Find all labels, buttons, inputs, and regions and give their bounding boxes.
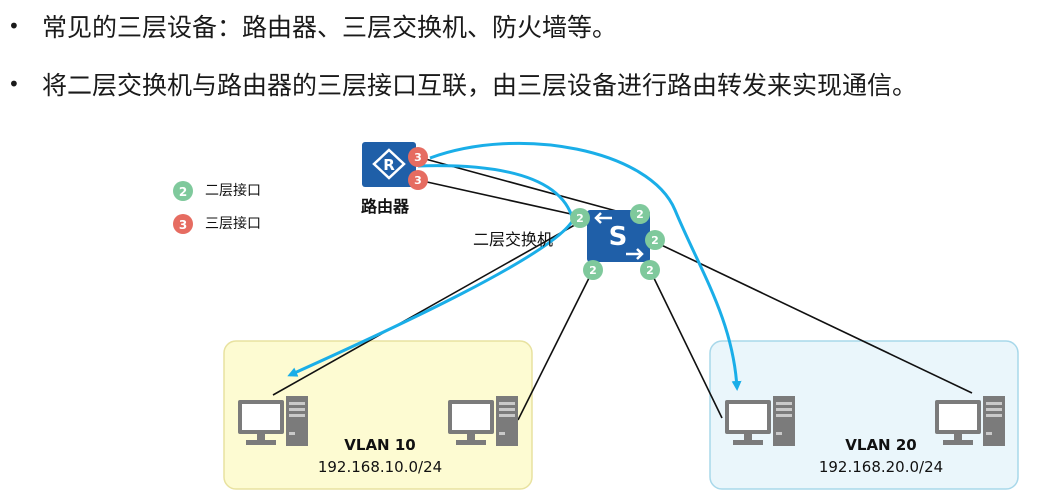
switch-letter: S <box>609 222 628 252</box>
vlan10-area <box>223 340 533 490</box>
switch-port-l2: 2 <box>570 208 590 228</box>
switch-label: 二层交换机 <box>473 230 553 249</box>
router-port-l3: 3 <box>408 147 428 167</box>
traffic-arrow-vlan10 <box>287 164 575 377</box>
switch-port-l2: 2 <box>645 230 665 250</box>
legend-l3: 3 三层接口 <box>173 214 261 234</box>
vlan10-subnet: 192.168.10.0/24 <box>318 458 442 476</box>
router-letter: R <box>383 156 395 174</box>
switch-icon: S <box>587 210 650 262</box>
bullet-1: • 常见的三层设备：路由器、三层交换机、防火墙等。 <box>8 8 617 44</box>
router-label: 路由器 <box>361 197 410 216</box>
svg-text:2: 2 <box>576 212 584 225</box>
svg-text:2: 2 <box>646 264 654 277</box>
switch-port-l2: 2 <box>583 260 603 280</box>
bullet-2-text: 将二层交换机与路由器的三层接口互联，由三层设备进行路由转发来实现通信。 <box>42 71 918 100</box>
vlan20-subnet: 192.168.20.0/24 <box>819 458 943 476</box>
bullet-1-text: 常见的三层设备：路由器、三层交换机、防火墙等。 <box>42 13 618 42</box>
legend-l2: 2 二层接口 <box>173 181 261 201</box>
svg-text:3: 3 <box>414 174 422 187</box>
svg-text:2: 2 <box>589 264 597 277</box>
switch-port-l2: 2 <box>640 260 660 280</box>
router-port-l3: 3 <box>408 170 428 190</box>
vlan20-name: VLAN 20 <box>845 436 916 454</box>
bullet-2: • 将二层交换机与路由器的三层接口互联，由三层设备进行路由转发来实现通信。 <box>8 66 917 102</box>
legend-l3-badge: 3 <box>179 218 187 232</box>
svg-text:2: 2 <box>636 208 644 221</box>
legend-l3-text: 三层接口 <box>205 215 261 232</box>
legend-l2-text: 二层接口 <box>205 182 261 199</box>
traffic-arrow-vlan20 <box>429 141 742 391</box>
bullet-marker: • <box>8 72 20 96</box>
router-icon: R <box>362 142 416 187</box>
vlan10-name: VLAN 10 <box>344 436 415 454</box>
svg-text:3: 3 <box>414 151 422 164</box>
switch-port-l2: 2 <box>630 204 650 224</box>
legend-l2-badge: 2 <box>179 185 187 199</box>
bullet-marker: • <box>8 14 20 38</box>
svg-text:2: 2 <box>651 234 659 247</box>
